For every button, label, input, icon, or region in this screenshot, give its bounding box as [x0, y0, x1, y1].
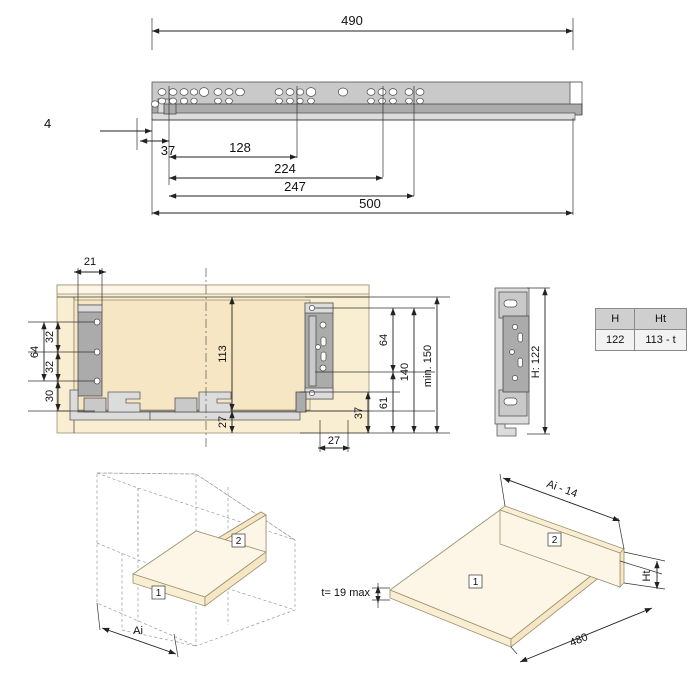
dim-label-ai: Ai	[133, 625, 143, 637]
table-cell-h-value: 122	[594, 329, 636, 351]
extension-lines-elevation	[136, 86, 574, 215]
left-rail-block	[83, 397, 107, 413]
dim-label-224: 224	[274, 161, 296, 176]
side-elevation-view: 490	[44, 13, 583, 216]
left-vertical-dimensions: 64 32 32 30	[28, 321, 95, 412]
dimension-t19: t= 19 max	[321, 583, 390, 608]
dimension-224: 224	[169, 161, 383, 181]
dim-label-h122: H: 122	[530, 346, 542, 378]
left-bracket-top	[77, 304, 103, 313]
table-header-row: H Ht	[594, 308, 687, 330]
dimension-64-right: 64	[378, 308, 396, 372]
iso2-balloon-1: 1	[468, 574, 483, 589]
dim-label-500: 500	[359, 196, 381, 211]
height-table: H Ht 122 113 - t	[594, 308, 687, 351]
left-bracket	[77, 304, 103, 397]
iso2-balloon-2-label: 2	[552, 535, 558, 546]
iso-panel-view: 1 2 Ai - 14 Ht 480	[321, 473, 666, 663]
table-header-h: H	[594, 308, 636, 330]
iso-balloon-2: 2	[231, 533, 246, 548]
dimension-247: 247	[169, 179, 414, 199]
rail-span	[149, 411, 301, 421]
dim-label-min-150: min. 150	[422, 345, 434, 387]
front-section-view: 21 64 32 32 30 113 27	[28, 256, 450, 452]
slide-rail-assembly	[151, 81, 583, 121]
right-bracket-slot	[308, 315, 317, 387]
dim-label-37: 37	[161, 143, 175, 158]
dim-label-32-a: 32	[44, 331, 56, 343]
bracket-detail-view: H: 122	[494, 287, 550, 437]
dimension-ai: Ai	[96, 602, 179, 658]
dim-label-128: 128	[229, 140, 251, 155]
right-slide-profile	[149, 391, 307, 421]
dimension-min-150: min. 150	[422, 297, 440, 433]
iso-drawer-view: 1 2 Ai	[96, 472, 296, 658]
dimension-37-section: 37	[353, 392, 371, 433]
dimension-37: 37	[140, 138, 175, 158]
right-rail-end	[295, 391, 307, 413]
dimension-h122: H: 122	[530, 288, 548, 434]
dim-label-27-bottom: 27	[328, 435, 340, 447]
dimension-61: 61	[378, 372, 396, 433]
iso2-panel-2-end	[619, 548, 625, 588]
dim-label-4: 4	[44, 116, 51, 131]
left-rail-hook	[107, 391, 141, 413]
mounting-holes-group-a	[151, 87, 209, 108]
iso-balloon-1-label: 1	[156, 588, 162, 599]
right-rail-block	[174, 397, 198, 413]
dimension-490: 490	[151, 13, 574, 50]
mounting-holes-group-b	[213, 87, 245, 105]
dimension-140: 140	[399, 308, 417, 433]
iso-balloon-2-label: 2	[236, 536, 242, 547]
dim-label-30: 30	[44, 390, 56, 402]
dimension-500: 500	[152, 196, 573, 216]
dimension-128: 128	[169, 140, 297, 160]
mounting-holes-group-c	[274, 87, 317, 105]
mounting-holes-group-e	[404, 88, 425, 105]
left-slide-profile	[69, 389, 151, 421]
iso2-panel-2-face	[499, 509, 621, 588]
iso2-balloon-2: 2	[547, 532, 562, 547]
dim-label-37-section: 37	[353, 407, 365, 419]
dim-label-27-center: 27	[217, 416, 229, 428]
dim-label-t19: t= 19 max	[321, 587, 370, 599]
slide-front-hook-inner	[163, 103, 177, 115]
dimension-ht: Ht	[623, 551, 666, 590]
dim-label-ai-14: Ai - 14	[545, 478, 579, 500]
dim-label-61: 61	[378, 397, 390, 409]
table-cell-ht-value: 113 - t	[634, 329, 687, 351]
dim-label-247: 247	[284, 179, 306, 194]
dim-label-140: 140	[399, 363, 411, 381]
mounting-hole-center	[338, 87, 348, 97]
dimension-27-bottom: 27	[318, 420, 350, 452]
dim-label-32-b: 32	[44, 361, 56, 373]
dim-label-ht: Ht	[641, 571, 653, 582]
iso-balloon-1: 1	[151, 585, 166, 600]
dim-label-64-right: 64	[378, 334, 390, 346]
dim-label-480: 480	[568, 631, 590, 649]
mounting-holes-group-d	[366, 88, 398, 105]
dimension-4: 4	[44, 116, 152, 134]
dim-label-21: 21	[84, 256, 96, 268]
slide-bottom-rail	[151, 112, 576, 121]
table-header-ht: Ht	[634, 308, 687, 330]
bracket-detail-bottom-tab	[498, 389, 528, 417]
drawer-box-top-edge	[56, 284, 370, 295]
iso-panel-1-side-edge	[204, 551, 267, 607]
center-vertical-dimensions: 113 27	[217, 297, 235, 433]
right-bracket	[304, 302, 334, 400]
dim-label-113: 113	[217, 345, 229, 363]
iso2-balloon-1-label: 1	[473, 577, 479, 588]
bracket-detail-foot	[496, 423, 517, 437]
dim-label-64-left: 64	[29, 346, 41, 358]
dimension-21: 21	[74, 256, 106, 305]
table-row: 122 113 - t	[594, 329, 687, 351]
dim-label-490: 490	[341, 13, 363, 28]
